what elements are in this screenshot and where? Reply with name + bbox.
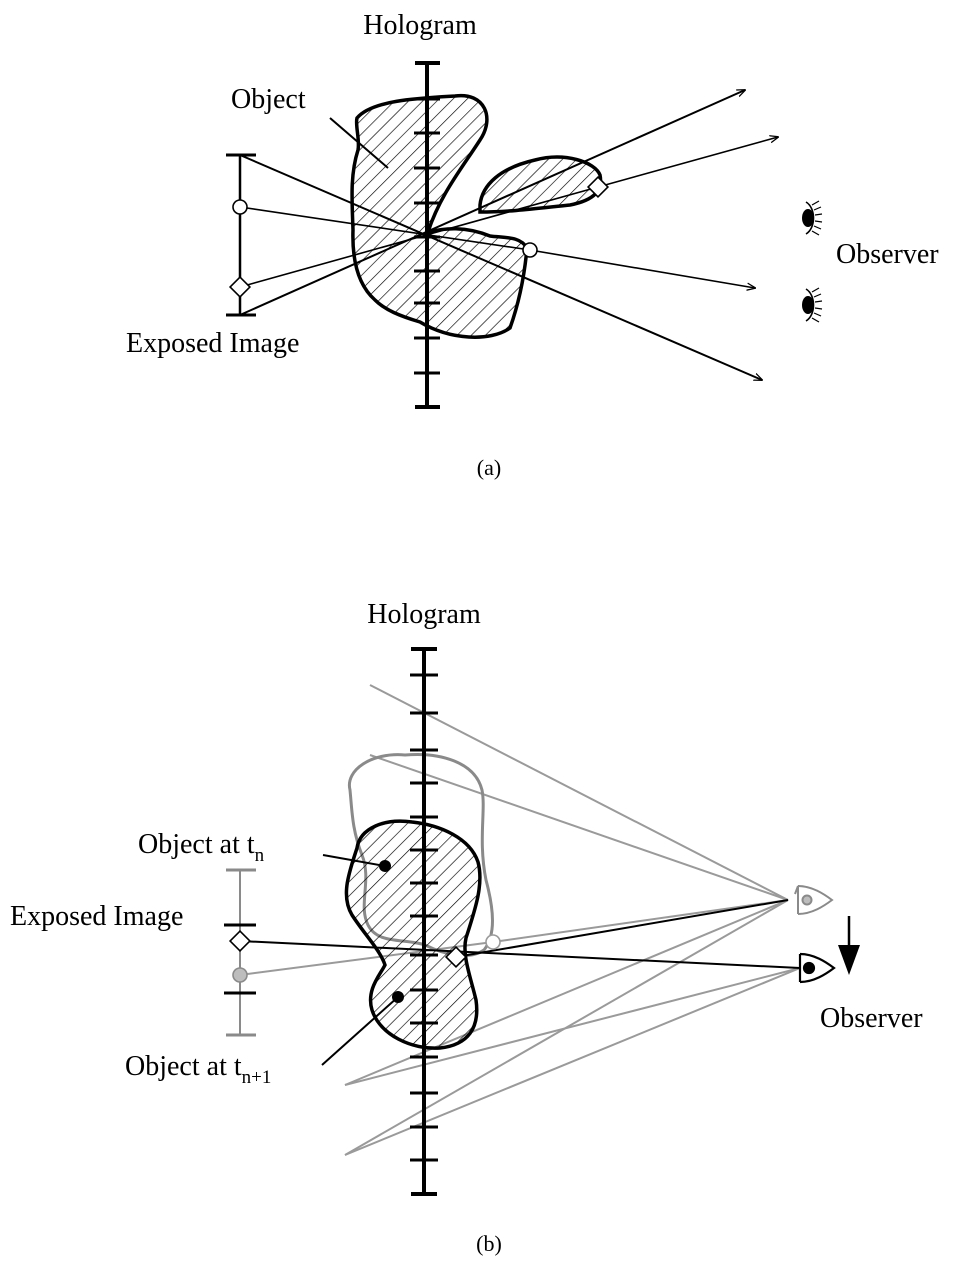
observer-eye-earlier-icon <box>794 885 834 915</box>
object-tn-leader-b <box>322 854 386 867</box>
sight-lines-b <box>239 684 801 1156</box>
hologram-title-b: Hologram <box>367 599 481 630</box>
panel-a: Hologram <box>126 10 939 480</box>
object-point-diamond-a <box>586 175 610 199</box>
object-shape-upper-right-a <box>478 155 603 214</box>
caption-b: (b) <box>476 1231 502 1256</box>
observer-label-a: Observer <box>836 239 939 270</box>
image-point-diamond-a <box>228 275 252 299</box>
object-leader-a <box>329 117 389 169</box>
object-shape-main-a <box>350 93 529 339</box>
image-point-shaded-b <box>232 967 248 983</box>
observer-label-b: Observer <box>820 1003 923 1034</box>
hologram-plate-b <box>410 647 438 1196</box>
object-tn1-label-b: Object at tn+1 <box>125 1051 271 1088</box>
observer-eye-icon <box>802 200 823 236</box>
panel-b: Hologram <box>10 599 923 1256</box>
object-point-circle-a <box>522 242 538 258</box>
observer-eye-icon <box>798 952 836 984</box>
hologram-title-a: Hologram <box>363 10 477 41</box>
move-down-arrow-icon <box>838 916 860 975</box>
hologram-plate-a <box>414 61 440 409</box>
caption-a: (a) <box>477 455 501 480</box>
black-rays-b <box>239 899 801 969</box>
object-tn-label-b: Object at tn <box>138 829 265 866</box>
rays-a <box>239 90 778 380</box>
image-point-diamond-b <box>228 929 252 953</box>
exposed-image-label-a: Exposed Image <box>126 328 299 359</box>
exposed-image-bar-b <box>224 868 256 1037</box>
object-label-a: Object <box>231 84 306 115</box>
object-point-diamond-b <box>444 945 468 969</box>
observer-eye-icon <box>802 287 823 323</box>
object-tn1-shape-b <box>344 819 482 1050</box>
image-point-circle-a <box>232 199 248 215</box>
object-point-circle-b <box>485 934 501 950</box>
exposed-image-label-b: Exposed Image <box>10 901 183 932</box>
object-tn1-leader-b <box>321 996 399 1066</box>
